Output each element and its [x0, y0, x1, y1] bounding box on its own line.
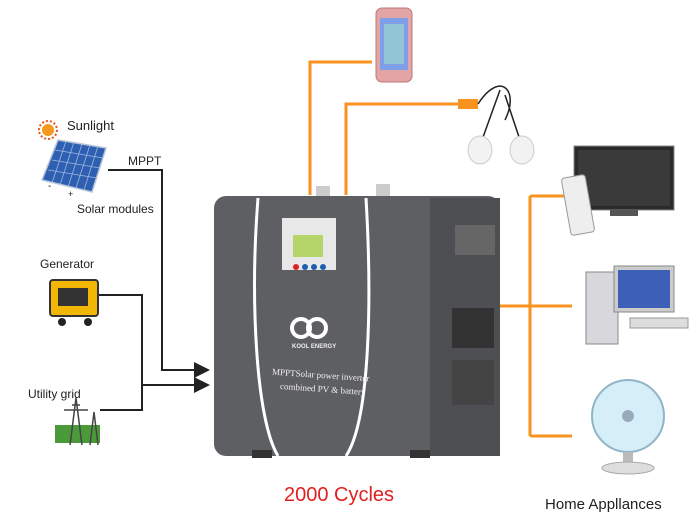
solar-minus-label: -: [48, 181, 52, 192]
input-wires: [98, 169, 210, 411]
solar-modules-label: Solar modules: [77, 202, 154, 216]
generator-icon: [49, 279, 99, 326]
fan-icon: [591, 379, 665, 475]
computer-icon: [585, 265, 689, 345]
phone-icon: [375, 7, 413, 83]
generator-label: Generator: [40, 257, 95, 271]
sun-icon: [38, 120, 58, 140]
cycles-label: 2000 Cycles: [284, 484, 395, 506]
solar-panel-icon: [40, 139, 107, 193]
mppt-label: MPPT: [128, 154, 162, 168]
inverter-device: [214, 184, 500, 458]
lcd-screen: [293, 235, 323, 257]
output-wires: [308, 60, 572, 438]
utility-grid-icon: [55, 397, 100, 446]
device-brand: KOOL ENERGY: [292, 344, 337, 350]
remote-icon: [561, 174, 595, 236]
light-bulbs-icon: [458, 85, 535, 165]
solar-plus-label: +: [68, 189, 74, 199]
home-appliances-label: Home Appllances: [545, 496, 662, 513]
utility-grid-label: Utility grid: [28, 387, 81, 401]
sunlight-label: Sunlight: [67, 118, 114, 133]
